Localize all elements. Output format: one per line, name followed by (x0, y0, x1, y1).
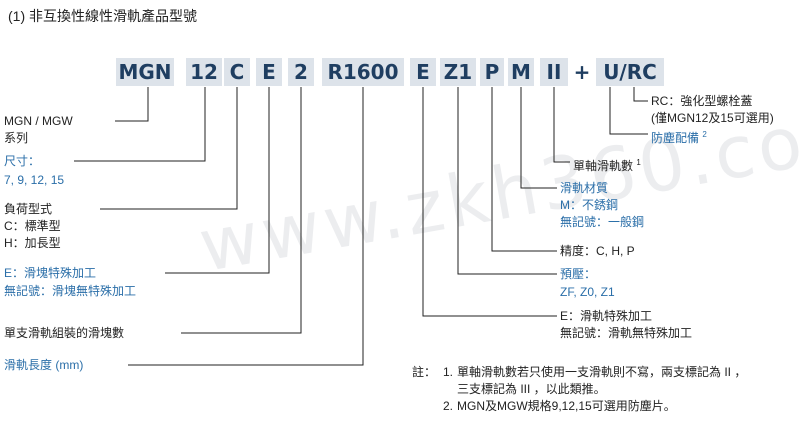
connector-count (181, 87, 302, 334)
code-plus-sign: + (573, 60, 591, 84)
label-dust: 防塵配備 2 (651, 130, 707, 145)
code-segment-count: 2 (288, 58, 314, 86)
connector-preload (457, 87, 557, 275)
label-rail-none: 無記號：滑軌無特殊加工 (560, 326, 693, 340)
connector-size (74, 87, 206, 162)
connector-rail (422, 87, 557, 317)
connector-precision (491, 87, 557, 252)
code-segment-size: 12 (186, 58, 222, 86)
connector-length (128, 87, 364, 366)
code-segment-dust: U/RC (596, 58, 664, 86)
note-1-line-2: 三支標記為 III ，以此類推。 (457, 382, 606, 396)
connector-material (520, 87, 557, 189)
connector-dust-3 (609, 87, 648, 135)
label-rail-length: 滑軌長度 (mm) (4, 358, 84, 372)
notes-prefix: 註： (412, 365, 437, 379)
label-block-special: E：滑塊特殊加工 (4, 266, 97, 280)
note-1-number: 1. (443, 365, 454, 379)
code-segment-rails: II (540, 58, 568, 86)
label-preload: 預壓： (560, 267, 597, 281)
code-segment-preload: Z1 (440, 58, 476, 86)
label-material-none: 無記號：一般鋼 (560, 215, 645, 229)
code-segment-precision: P (480, 58, 504, 86)
connector-load (100, 87, 238, 210)
code-segment-load: C (224, 58, 250, 86)
label-material: 滑軌材質 (560, 181, 609, 195)
code-segment-length: R1600 (322, 58, 404, 86)
label-preload-values: ZF, Z0, Z1 (560, 285, 615, 299)
label-size-values: 7, 9, 12, 15 (4, 173, 65, 187)
label-load-type: 負荷型式 (4, 202, 53, 216)
label-precision: 精度：C, H, P (560, 244, 635, 258)
label-rails-count: 單軸滑軌數 1 (573, 158, 641, 173)
note-1-line-1: 單軸滑軌數若只使用一支滑軌則不寫，兩支標記為 II ， (457, 365, 747, 379)
label-rail-special: E：滑軌特殊加工 (560, 309, 653, 323)
label-dust-rc: RC：強化型螺栓蓋 (651, 94, 753, 108)
connector-block (165, 87, 270, 274)
label-series-sub: 系列 (4, 131, 29, 145)
code-segment-rail: E (410, 58, 436, 86)
code-segment-block: E (256, 58, 282, 86)
note-2-number: 2. (443, 399, 454, 413)
label-block-count: 單支滑軌組裝的滑塊數 (4, 326, 125, 340)
connector-series (115, 87, 149, 122)
label-series: MGN / MGW (4, 114, 73, 128)
label-load-c: C：標準型 (4, 219, 61, 233)
page-title: (1) 非互換性線性滑軌產品型號 (8, 8, 197, 24)
connector-rails (553, 87, 570, 163)
code-segment-material: M (508, 58, 534, 86)
label-dust-note: (僅MGN12及15可選用) (651, 111, 774, 125)
code-segment-mgn: MGN (116, 58, 174, 86)
label-size: 尺寸： (4, 154, 41, 168)
note-2-line-1: MGN及MGW規格9,12,15可選用防塵片。 (457, 399, 676, 413)
connector-dust-1 (633, 87, 648, 102)
label-material-m: M：不銹鋼 (560, 198, 618, 212)
label-load-h: H：加長型 (4, 236, 61, 250)
label-block-none: 無記號：滑塊無特殊加工 (4, 284, 137, 298)
